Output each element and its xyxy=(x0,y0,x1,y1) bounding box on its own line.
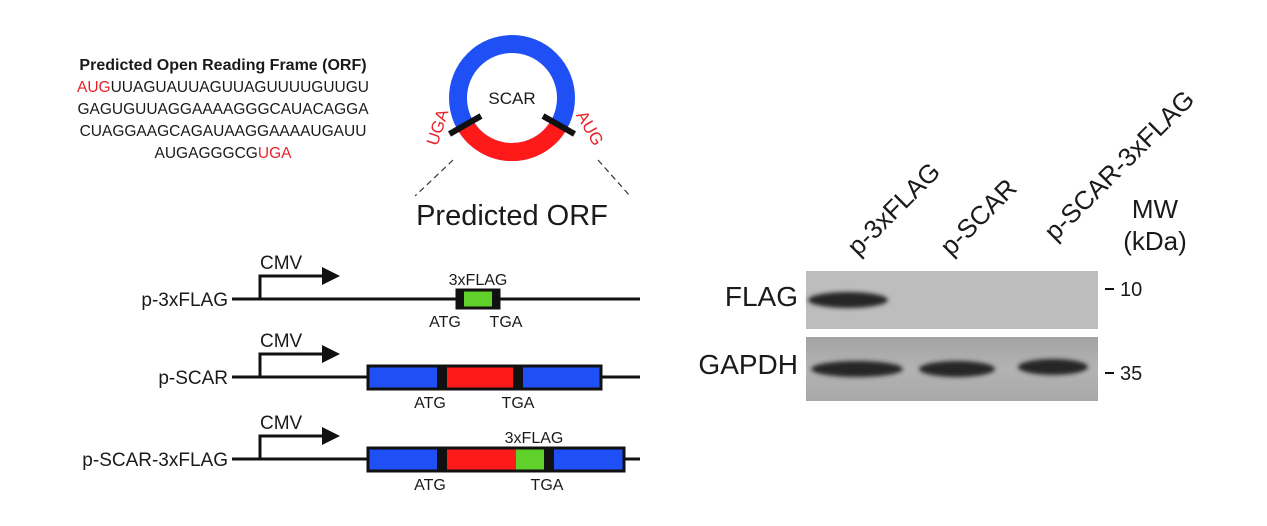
arrow-head-icon xyxy=(322,427,340,445)
sequence-line-4: AUGAGGGCGUGA xyxy=(155,145,293,162)
construct-name: p-SCAR-3xFLAG xyxy=(82,450,228,471)
cmv-promoter-arrow xyxy=(258,434,325,459)
insert-outline xyxy=(366,446,626,473)
plasmid-caption: Predicted ORF xyxy=(416,200,608,232)
western-blot: p-3xFLAG p-SCAR p-SCAR-3xFLAG MW (kDa) F… xyxy=(698,84,1200,401)
promoter-label: CMV xyxy=(260,331,303,352)
lane-label-1: p-3xFLAG xyxy=(841,156,946,261)
promoter-label: CMV xyxy=(260,253,303,274)
plasmid-map: SCAR UGA AUG Predicted ORF xyxy=(414,35,631,232)
orf-sequence-panel: Predicted Open Reading Frame (ORF) AUGUU… xyxy=(77,57,369,162)
tga-marker xyxy=(513,366,523,389)
plasmid-start-label: AUG xyxy=(572,108,607,149)
mw-marker-35: 35 xyxy=(1120,363,1142,385)
row-label-gapdh: GAPDH xyxy=(698,349,798,380)
construct-p-3xflag: p-3xFLAG CMV 3xFLAG ATG TGA xyxy=(141,253,640,331)
stop-codon-tick xyxy=(448,113,483,137)
atg-marker xyxy=(437,448,447,471)
band-gapdh-lane-2 xyxy=(919,361,995,377)
start-codon: AUG xyxy=(77,79,111,96)
tag-label: 3xFLAG xyxy=(449,272,508,289)
orf-segment xyxy=(446,366,514,389)
arrow-head-icon xyxy=(322,345,340,363)
flag-tag-segment xyxy=(516,448,544,471)
orf-segment xyxy=(446,448,516,471)
sequence-line-2: GAGUGUUAGGAAAAGGGCAUACAGGA xyxy=(77,101,369,118)
tga-label: TGA xyxy=(490,314,523,331)
cmv-promoter-arrow xyxy=(258,274,325,299)
mw-unit: (kDa) xyxy=(1123,226,1187,256)
band-flag-lane-1 xyxy=(808,292,888,308)
atg-marker xyxy=(437,366,447,389)
atg-marker xyxy=(457,290,464,308)
promoter-label: CMV xyxy=(260,413,303,434)
lane-label-2: p-SCAR xyxy=(934,173,1023,262)
band-gapdh-lane-3 xyxy=(1018,359,1088,375)
tga-label: TGA xyxy=(531,477,564,494)
tga-marker xyxy=(544,448,554,471)
cmv-promoter-arrow xyxy=(258,352,325,377)
tga-marker xyxy=(492,290,499,308)
atg-label: ATG xyxy=(414,395,446,412)
construct-name: p-SCAR xyxy=(158,368,228,389)
callout-line-left xyxy=(414,159,454,197)
row-label-flag: FLAG xyxy=(725,281,798,312)
mw-marker-10: 10 xyxy=(1120,279,1142,301)
insert-outline xyxy=(366,364,603,391)
plasmid-center-label: SCAR xyxy=(488,89,535,108)
sequence-line-1: AUGUUAGUAUUAGUUAGUUUUGUUGU xyxy=(77,79,369,96)
atg-label: ATG xyxy=(429,314,461,331)
orf-title: Predicted Open Reading Frame (ORF) xyxy=(79,57,366,74)
tga-label: TGA xyxy=(502,395,535,412)
arrow-head-icon xyxy=(322,267,340,285)
sequence-line-1-rest: UUAGUAUUAGUUAGUUUUGUUGU xyxy=(111,79,369,96)
plasmid-stop-label: UGA xyxy=(423,106,453,148)
orf-arc-red xyxy=(457,120,567,161)
start-codon-tick xyxy=(541,113,576,137)
construct-name: p-3xFLAG xyxy=(141,290,228,311)
callout-line-right xyxy=(597,159,631,197)
sequence-line-3: CUAGGAAGCAGAUAAGGAAAAUGAUU xyxy=(80,123,367,140)
mw-header: MW xyxy=(1132,194,1179,224)
stop-codon: UGA xyxy=(258,145,292,162)
construct-maps: p-3xFLAG CMV 3xFLAG ATG TGA p-SCAR CMV A… xyxy=(82,253,640,494)
construct-p-scar-3xflag: p-SCAR-3xFLAG CMV 3xFLAG ATG TGA xyxy=(82,413,640,494)
tag-label: 3xFLAG xyxy=(505,430,564,447)
band-gapdh-lane-1 xyxy=(811,361,903,377)
construct-p-scar: p-SCAR CMV ATG TGA xyxy=(158,331,640,412)
sequence-line-4-main: AUGAGGGCG xyxy=(155,145,258,162)
atg-label: ATG xyxy=(414,477,446,494)
